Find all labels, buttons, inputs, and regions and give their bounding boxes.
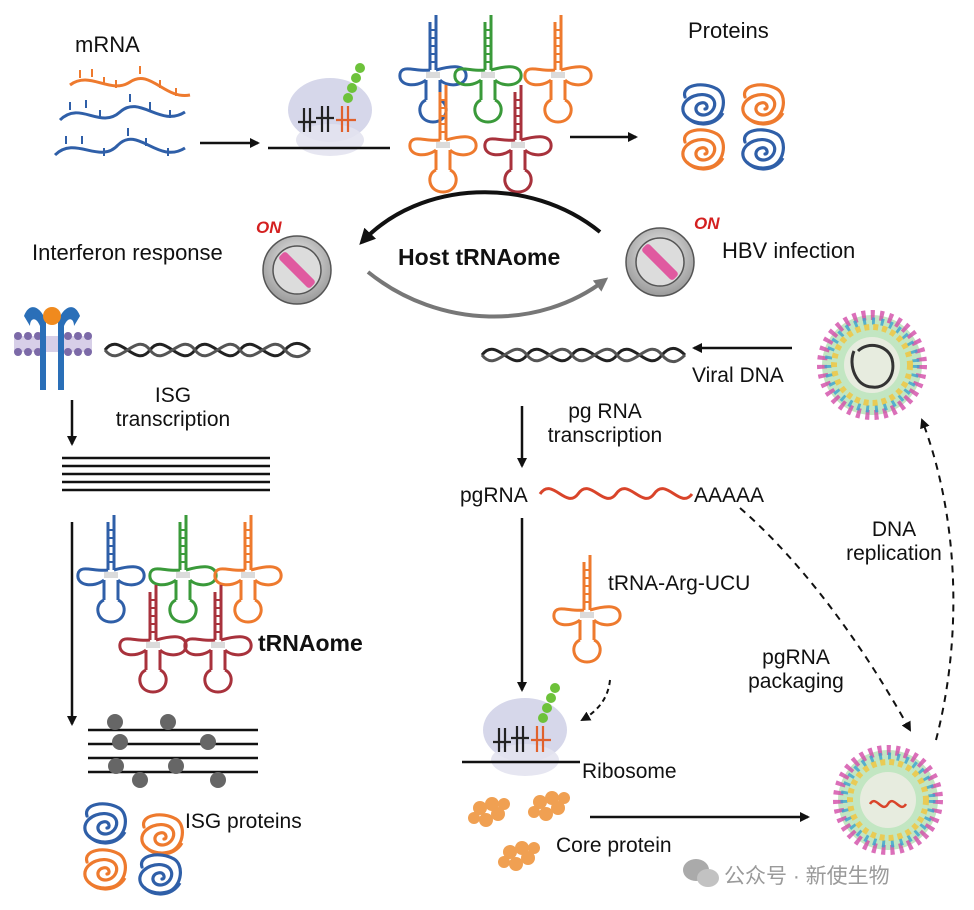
arrow-dna-replication (920, 418, 955, 741)
ribosome-top (286, 61, 374, 158)
virus-particle-bottom (838, 750, 938, 850)
trna-set-left (76, 513, 283, 694)
label-proteins: Proteins (688, 18, 769, 43)
virus-particle-top (822, 315, 922, 415)
label-interferon-response: Interferon response (32, 240, 223, 265)
label-trna-arg-ucu: tRNA-Arg-UCU (608, 572, 751, 595)
receptor-icon (14, 307, 92, 390)
label-polya: AAAAA (694, 484, 765, 507)
label-dna-replication: DNA replication (846, 518, 942, 566)
label-trnaome: tRNAome (258, 630, 363, 656)
label-pgrna: pgRNA (460, 484, 528, 507)
arrow-trna-to-ribosome (580, 679, 611, 721)
label-mrna: mRNA (75, 32, 140, 57)
label-core-protein: Core protein (556, 834, 672, 857)
trna-set-top (398, 13, 593, 194)
watermark-text: 公众号 · 新使生物 (724, 865, 890, 888)
protein-cluster-top (681, 83, 786, 171)
core-protein-cluster (468, 791, 570, 871)
protein-cluster-isg (83, 802, 185, 896)
label-on-right: ON (694, 214, 720, 233)
label-pg-rna-transcription: pg RNA transcription (547, 400, 663, 448)
mrna-strands (53, 66, 191, 157)
label-on-left: ON (256, 218, 282, 237)
arrow-pgrna-packaging (739, 507, 911, 732)
label-pgrna-packaging: pgRNA packaging (748, 646, 844, 694)
polysome (88, 714, 258, 788)
label-viral-dna: Viral DNA (692, 364, 784, 387)
cycle-arrow-top (359, 190, 602, 245)
label-ribosome: Ribosome (582, 760, 677, 783)
cycle-arrow-bottom (366, 270, 609, 319)
pgrna-wave (538, 487, 694, 500)
wechat-icon (683, 859, 719, 887)
isg-mrna-lines (62, 456, 270, 492)
label-hbv-infection: HBV infection (722, 238, 856, 263)
switch-right (625, 227, 695, 297)
dna-double-helix-right (480, 346, 687, 364)
switch-left (262, 235, 332, 305)
label-isg-proteins: ISG proteins (185, 810, 302, 833)
label-host-trnaome: Host tRNAome (398, 244, 561, 270)
label-isg-transcription: ISG transcription (115, 384, 231, 432)
dna-double-helix-left (103, 341, 312, 359)
